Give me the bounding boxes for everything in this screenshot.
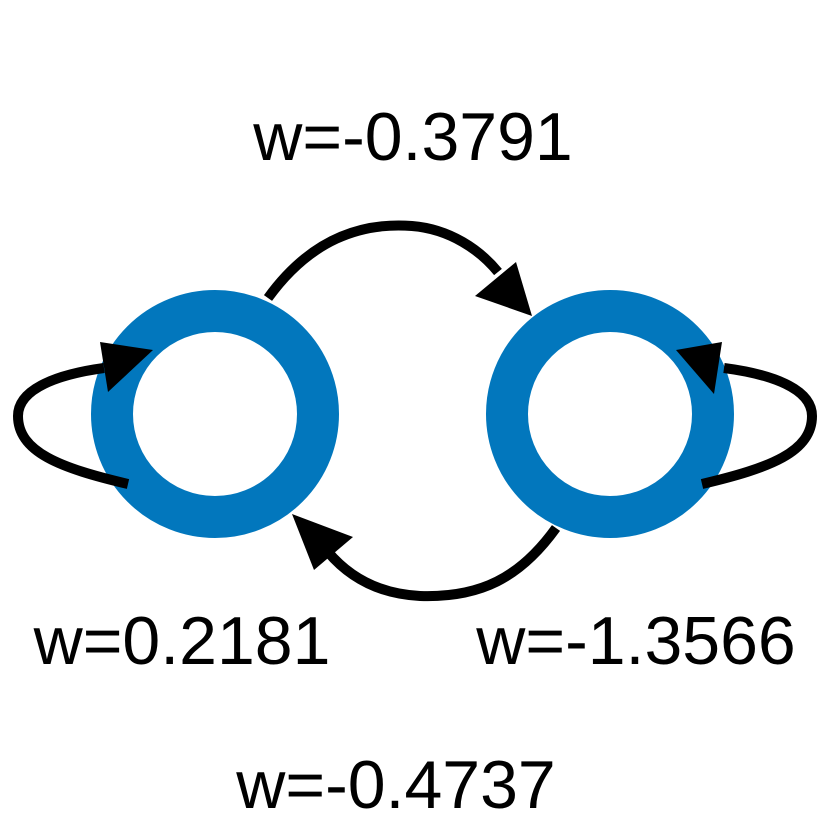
edge-label-top: w=-0.3791 [252, 99, 572, 175]
self-loop-left [12, 363, 130, 489]
edge-right-to-left [324, 525, 561, 602]
edge-label-right-self: w=-1.3566 [475, 603, 795, 679]
arrowhead-self-loop-right [676, 342, 722, 394]
node-right [486, 290, 734, 538]
arrowhead-right-to-left [292, 514, 353, 570]
edge-label-bottom: w=-0.4737 [235, 747, 555, 823]
arrowhead-left-to-right [475, 262, 532, 316]
node-left [91, 290, 339, 538]
edge-label-left-self: w=0.2181 [33, 603, 331, 679]
self-loop-right [700, 363, 818, 489]
edge-left-to-right [263, 220, 502, 301]
arrowhead-self-loop-left [100, 342, 153, 392]
